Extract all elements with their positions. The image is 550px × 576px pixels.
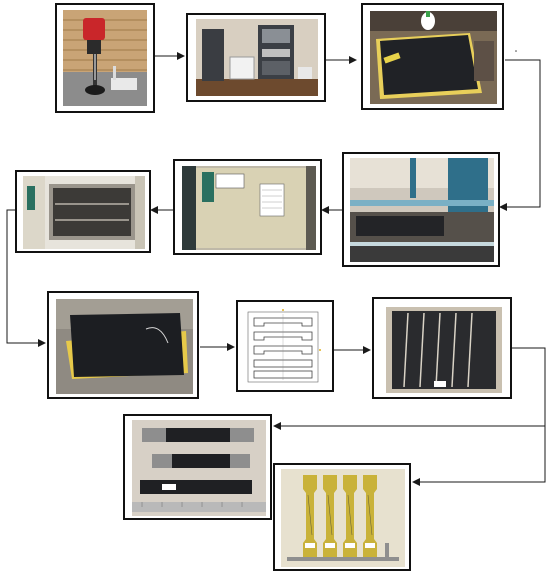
stage-resin-layup — [361, 3, 504, 110]
stage-dogbone-specimens — [273, 463, 411, 571]
cut-plate-photo — [386, 307, 502, 393]
stage-mixer — [55, 3, 155, 113]
resin-layup-photo — [370, 11, 497, 104]
hot-press-photo — [196, 19, 318, 96]
stage-cut-plate — [372, 297, 512, 399]
stage-oven-open — [15, 170, 151, 253]
stage-cutting-layout — [236, 300, 334, 392]
stage-compression-press — [342, 152, 500, 267]
stage-composite-plate — [47, 291, 199, 399]
mixer-photo — [63, 10, 147, 106]
arrow-layup-to-compression — [499, 59, 541, 211]
stage-tensile-specimens — [123, 414, 272, 520]
oven-closed-photo — [182, 166, 316, 250]
arrow-cut-to-dogbone — [412, 426, 546, 486]
compression-press-photo — [350, 158, 494, 262]
composite-plate-photo — [56, 299, 193, 394]
tensile-specimens-photo — [132, 420, 266, 516]
cutting-layout-drawing — [242, 306, 328, 388]
dogbone-specimens-photo — [281, 469, 405, 567]
stage-curing-oven-closed — [173, 159, 322, 255]
stage-hot-press — [186, 13, 326, 102]
oven-open-photo — [23, 176, 145, 249]
arrow-open-oven-to-plate — [6, 209, 46, 347]
arrow-cut-to-specimens — [273, 347, 546, 430]
